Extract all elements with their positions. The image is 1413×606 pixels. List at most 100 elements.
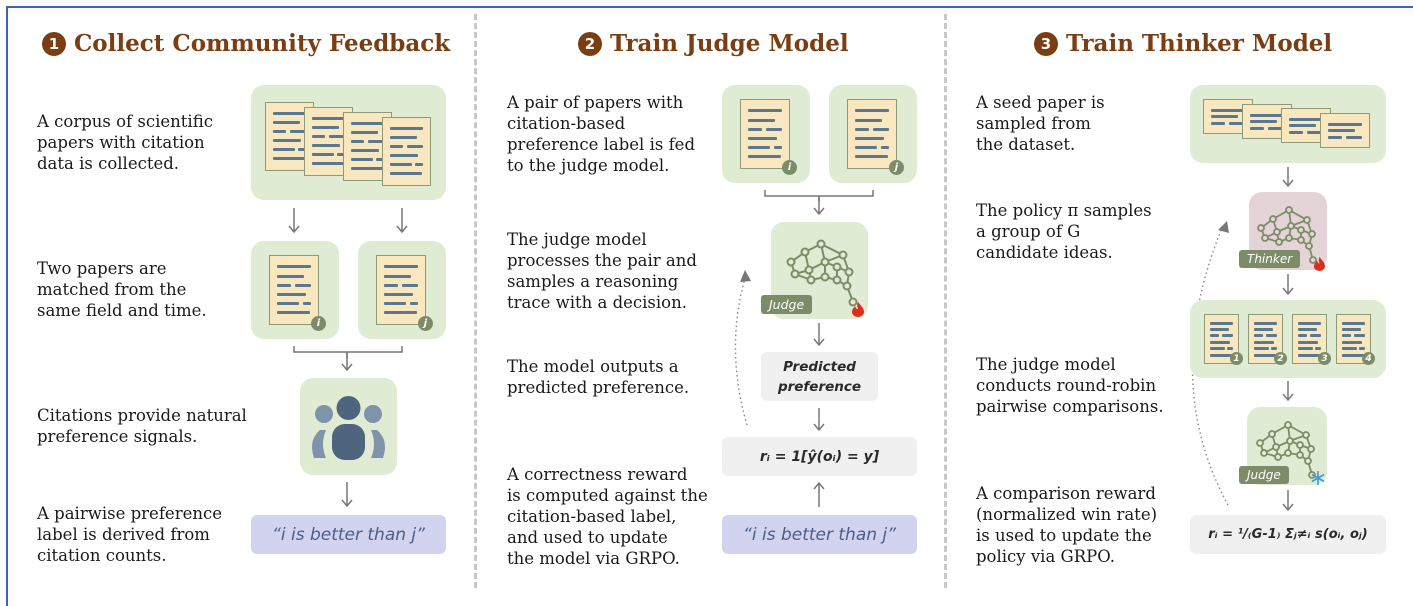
text-line bbox=[294, 283, 312, 287]
step-description: A pairwise preference label is derived f… bbox=[37, 504, 222, 565]
paper-index-badge: i bbox=[782, 160, 797, 175]
text-line bbox=[1309, 334, 1322, 338]
text-line bbox=[747, 145, 771, 149]
step-description: The judge model conducts round-robin pai… bbox=[976, 355, 1164, 416]
text-line bbox=[1359, 347, 1366, 351]
text-line bbox=[383, 265, 419, 269]
text-line bbox=[1249, 120, 1278, 124]
text-line bbox=[880, 145, 890, 149]
comparison-reward-formula: rᵢ = ¹/₍G-1₎ Σⱼ≠ᵢ s(oᵢ, oⱼ) bbox=[1190, 515, 1386, 554]
step-number-badge: 1 bbox=[42, 31, 66, 56]
text-line bbox=[1267, 126, 1285, 130]
paper-index-badge: j bbox=[889, 160, 904, 175]
text-line bbox=[747, 154, 781, 158]
text-line bbox=[350, 167, 383, 171]
text-line bbox=[854, 109, 890, 113]
panel-title-text: Train Judge Model bbox=[610, 30, 849, 57]
text-line bbox=[1249, 113, 1285, 117]
model-tag: Thinker bbox=[1239, 250, 1301, 268]
text-line bbox=[1253, 340, 1274, 344]
brain-network-icon bbox=[1257, 206, 1317, 264]
text-line bbox=[276, 283, 291, 287]
candidate-index-badge: 3 bbox=[1318, 352, 1331, 365]
text-line bbox=[854, 118, 883, 122]
text-line bbox=[1297, 334, 1308, 338]
text-line bbox=[1265, 334, 1278, 338]
text-line bbox=[1210, 108, 1246, 112]
text-line bbox=[1210, 115, 1239, 119]
community-icon bbox=[312, 396, 385, 460]
text-line bbox=[773, 145, 783, 149]
text-line bbox=[276, 310, 310, 314]
panel-title-text: Train Thinker Model bbox=[1066, 30, 1333, 57]
step-description: The model outputs a predicted preference… bbox=[507, 357, 690, 397]
paper-icon bbox=[1320, 113, 1370, 148]
text-line bbox=[383, 292, 414, 296]
text-line bbox=[1209, 353, 1233, 357]
text-line bbox=[276, 292, 307, 296]
predicted-preference-box: Predicted preference bbox=[761, 352, 878, 401]
panel-divider bbox=[474, 14, 477, 588]
step-description: A corpus of scientific papers with citat… bbox=[37, 112, 213, 173]
step-description: The policy π samples a group of G candid… bbox=[976, 201, 1152, 262]
text-line bbox=[272, 130, 287, 134]
text-line bbox=[1209, 321, 1234, 325]
text-line bbox=[350, 158, 373, 162]
paper-j-box: j bbox=[358, 241, 446, 339]
text-line bbox=[1209, 340, 1230, 344]
text-line bbox=[1341, 328, 1361, 332]
text-line bbox=[1327, 135, 1342, 139]
text-line bbox=[311, 126, 339, 130]
text-line bbox=[1297, 340, 1318, 344]
text-line bbox=[1341, 334, 1352, 338]
paper-j-box: j bbox=[829, 85, 917, 183]
flow-arrows bbox=[1191, 167, 1294, 512]
text-line bbox=[297, 148, 307, 152]
text-line bbox=[1249, 126, 1264, 130]
paper-corpus-box bbox=[251, 85, 446, 200]
text-line bbox=[1253, 321, 1278, 325]
step-description: A pair of papers with citation-based pre… bbox=[507, 93, 696, 175]
text-line bbox=[350, 131, 378, 135]
flow-arrows bbox=[734, 190, 874, 507]
text-line bbox=[368, 140, 385, 144]
text-line bbox=[854, 136, 885, 140]
text-line bbox=[1209, 347, 1226, 351]
text-line bbox=[1327, 129, 1356, 133]
panel-title: 1 Collect Community Feedback bbox=[42, 30, 450, 57]
text-line bbox=[329, 135, 346, 139]
step-description: Two papers are matched from the same fie… bbox=[37, 259, 207, 320]
text-line bbox=[1288, 117, 1324, 121]
text-line bbox=[389, 145, 404, 149]
text-line bbox=[350, 140, 365, 144]
paper-icon bbox=[847, 99, 897, 169]
text-line bbox=[1315, 347, 1322, 351]
panel-title-text: Collect Community Feedback bbox=[74, 30, 451, 57]
text-line bbox=[1341, 340, 1362, 344]
text-line bbox=[272, 139, 302, 143]
text-line bbox=[1228, 121, 1246, 125]
text-line bbox=[336, 153, 346, 157]
predicted-line: Predicted bbox=[783, 358, 856, 375]
frozen-judge-box: Judge bbox=[1239, 407, 1327, 485]
text-line bbox=[276, 265, 312, 269]
text-line bbox=[290, 130, 307, 134]
flame-icon bbox=[852, 302, 864, 317]
text-line bbox=[1297, 353, 1321, 357]
panel-divider bbox=[944, 14, 947, 588]
text-line bbox=[747, 118, 776, 122]
paper-index-badge: i bbox=[311, 316, 326, 331]
brain-network-icon bbox=[786, 239, 858, 307]
text-line bbox=[401, 283, 419, 287]
step-number-badge: 2 bbox=[578, 31, 602, 56]
text-line bbox=[272, 157, 305, 161]
step-number-badge: 3 bbox=[1034, 31, 1058, 56]
preference-label-box: “i is better than j” bbox=[251, 515, 446, 554]
text-line bbox=[375, 158, 385, 162]
text-line bbox=[1341, 347, 1358, 351]
paper-index-badge: j bbox=[418, 316, 433, 331]
text-line bbox=[389, 127, 424, 131]
candidate-index-badge: 1 bbox=[1230, 352, 1243, 365]
model-tag: Judge bbox=[1239, 466, 1289, 484]
text-line bbox=[1297, 347, 1314, 351]
